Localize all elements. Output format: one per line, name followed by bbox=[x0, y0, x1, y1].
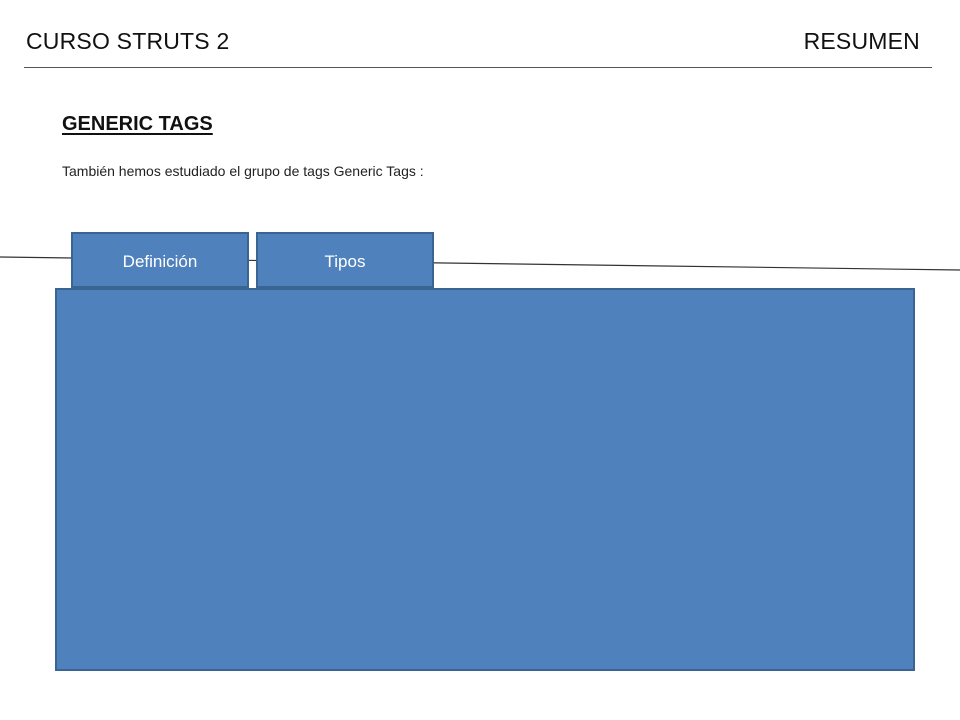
tab-tipos-label: Tipos bbox=[324, 252, 366, 271]
course-title: CURSO STRUTS 2 bbox=[26, 28, 230, 54]
header-divider bbox=[24, 67, 932, 68]
section-label: RESUMEN bbox=[803, 28, 920, 54]
tab-definicion[interactable]: Definición bbox=[71, 232, 249, 288]
intro-text: También hemos estudiado el grupo de tags… bbox=[62, 163, 424, 179]
tab-tipos[interactable]: Tipos bbox=[256, 232, 434, 288]
section-title: GENERIC TAGS bbox=[62, 113, 213, 135]
tab-definicion-label: Definición bbox=[122, 252, 198, 271]
content-panel bbox=[55, 288, 915, 671]
